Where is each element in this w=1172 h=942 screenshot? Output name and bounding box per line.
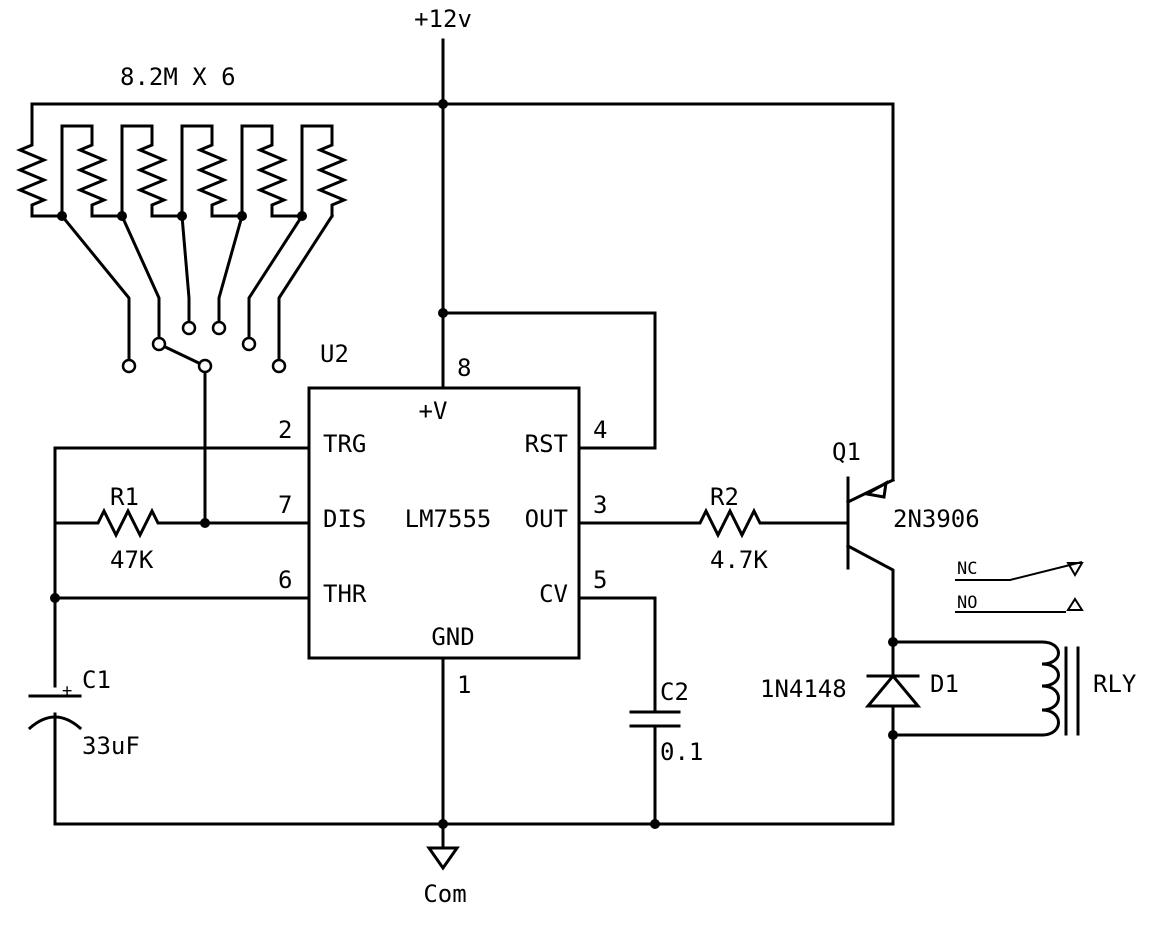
c1-ref-label: C1 [82, 666, 111, 694]
ic-pin-dis-label: DIS [323, 505, 366, 533]
ground-label: Com [423, 880, 466, 908]
pin-number-2: 2 [278, 416, 292, 444]
ic-name-label: LM7555 [405, 505, 492, 533]
timing-network: R1 47K + C1 33uF [27, 446, 311, 826]
ic-pin-trg-label: TRG [323, 430, 366, 458]
timer-ic: +V GND TRG DIS THR RST OUT CV LM7555 8 2… [278, 354, 607, 699]
resistor-array-label: 8.2M X 6 [120, 63, 236, 91]
d1-ref-label: D1 [930, 670, 959, 698]
pin-number-5: 5 [593, 566, 607, 594]
ground-net: Com [53, 656, 895, 908]
r1-value-label: 47K [110, 546, 154, 574]
rotary-switch-u2: U2 [59, 213, 349, 528]
relay-nc-label: NC [957, 559, 977, 579]
q1-part-label: 2N3906 [893, 505, 980, 533]
control-voltage-network: C2 0.1 [578, 596, 703, 826]
diode-d1 [864, 640, 922, 740]
pin-number-6: 6 [278, 566, 292, 594]
q1-ref-label: Q1 [832, 438, 861, 466]
r2-value-label: 4.7K [710, 546, 768, 574]
pin-number-4: 4 [593, 416, 607, 444]
ic-pin-out-label: OUT [525, 505, 568, 533]
ic-pin-vplus-label: +V [419, 397, 448, 425]
relay-no-label: NO [957, 593, 977, 613]
resistor-r1 [53, 507, 311, 539]
ground-symbol [426, 846, 460, 871]
r1-ref-label: R1 [110, 483, 139, 511]
q1-emitter-arrow [862, 480, 888, 499]
supply-rail: +12v [30, 5, 895, 482]
pin-number-1: 1 [457, 671, 471, 699]
c2-value-label: 0.1 [660, 738, 703, 766]
d1-part-label: 1N4148 [760, 675, 847, 703]
relay-contacts [955, 561, 1084, 613]
c1-value-label: 33uF [82, 732, 140, 760]
relay-ref-label: RLY [1093, 670, 1137, 698]
pin-number-3: 3 [593, 491, 607, 519]
resistor-r2 [578, 507, 850, 539]
supply-label: +12v [414, 5, 472, 33]
transistor-q1 [845, 476, 896, 642]
relay-section: 1N4148 D1 RLY NC NO [760, 559, 1137, 740]
ic-pin-rst-label: RST [525, 430, 568, 458]
output-driver: R2 4.7K Q1 2N3906 [578, 438, 980, 642]
ic-pin-gnd-label: GND [431, 623, 474, 651]
pin-number-7: 7 [278, 491, 292, 519]
c1-polarity-label: + [62, 681, 72, 701]
pin-number-8: 8 [457, 354, 471, 382]
relay-coil [891, 640, 1080, 737]
c2-ref-label: C2 [660, 678, 689, 706]
ic-pin-thr-label: THR [323, 580, 367, 608]
ic-pin-cv-label: CV [539, 580, 568, 608]
resistor-array [16, 102, 348, 221]
r2-ref-label: R2 [710, 483, 739, 511]
switch-ref-label: U2 [320, 340, 349, 368]
